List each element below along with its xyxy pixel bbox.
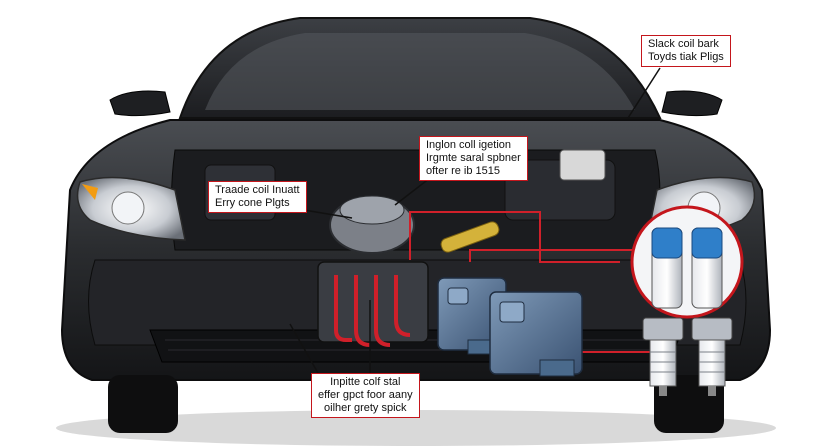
engine-block [317,261,429,343]
ground-shadow [56,410,776,446]
yellow-tube [440,221,500,253]
callout-text: oilher grety spick [324,402,407,414]
fluid-reservoir [559,149,606,181]
callout-bottom: Inpitte colf stal effer gpct foor aany o… [311,373,420,418]
ignition-coil-rear [489,291,583,377]
callout-text: Inglon coll igetion [426,139,512,151]
callout-text: effer gpct foor aany [318,389,413,401]
callout-left: Traade coil Inuatt Erry cone Plgts [208,181,307,213]
callout-text: Traade coil Inuatt [215,184,300,196]
plug-tops [651,227,723,309]
magnify-circle [630,205,744,319]
left-tire [108,375,178,433]
spark-plug-right [691,317,733,396]
callout-text: Inpitte colf stal [330,376,401,388]
left-mirror [109,90,171,117]
right-tire [654,375,724,433]
callout-text: Irgmte saral spbner [426,152,521,164]
spark-plug-left [642,317,684,396]
callout-top-right: Slack coil bark Toyds tiak Pligs [641,35,731,67]
ignition-coil-front [437,277,507,355]
callout-text: Erry cone Plgts [215,197,290,209]
callout-center: Inglon coll igetion Irgmte saral spbner … [419,136,528,181]
ignition-wires [334,275,411,347]
right-mirror [661,90,723,117]
callout-text: Toyds tiak Pligs [648,51,724,63]
callout-text: ofter re ib 1515 [426,165,500,177]
callout-text: Slack coil bark [648,38,719,50]
